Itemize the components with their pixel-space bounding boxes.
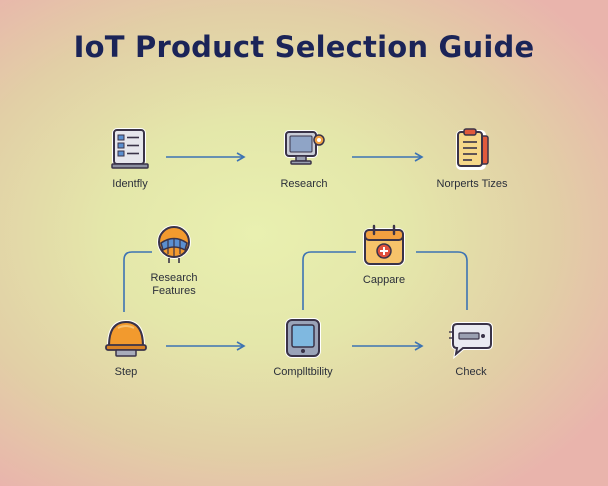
connector-cappare-to-check [416,251,468,310]
node-label: Research [280,178,328,190]
node-identify: Identfly [55,128,205,191]
node-research-features: Research Features [99,222,249,298]
node-step: Step [51,316,201,379]
node-label: Research Features [150,272,198,297]
node-label: Identfly [112,178,148,190]
node-label: Check [455,366,487,378]
node-cappare: Cappare [309,224,459,287]
connector-compatibility-to-cappare [302,251,356,310]
node-label: Cappare [362,274,406,286]
page-title: IoT Product Selection Guide [73,30,535,64]
hard-hat-icon [105,319,147,357]
node-research: Research [229,128,379,191]
node-check: Check [396,316,546,379]
calendar-plus-icon [363,224,405,266]
node-label: Complltbility [273,366,333,378]
connector-step-to-research-features [123,251,152,312]
node-compatibility: Complltbility [228,316,378,379]
node-label: Norperts Tizes [436,178,508,190]
node-label: Step [114,366,138,378]
computer-monitor-icon [284,130,325,165]
node-norperts-tizes: Norperts Tizes [397,128,547,191]
tablet-device-icon [285,318,321,358]
chat-bubble-icon [449,322,493,360]
checklist-monitor-icon [111,128,149,169]
document-clipboard-icon [456,128,489,170]
parachute-balloon-icon [157,225,191,263]
